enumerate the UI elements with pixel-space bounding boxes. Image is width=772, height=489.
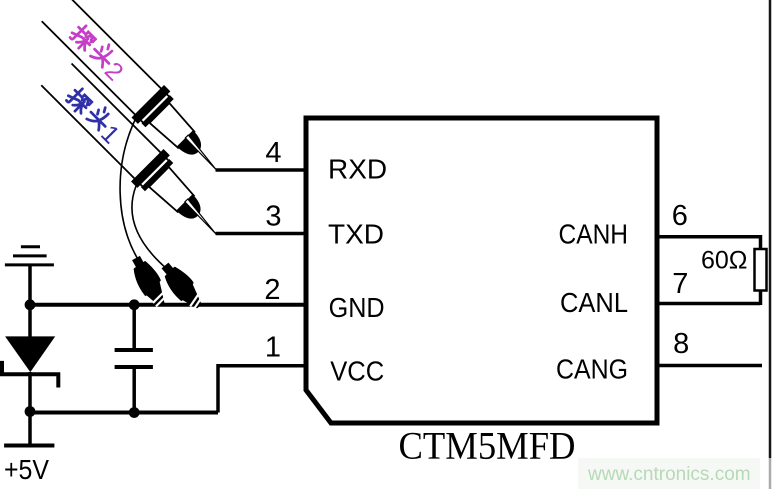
svg-text:3: 3 <box>265 200 281 232</box>
svg-text:TXD: TXD <box>328 219 384 250</box>
svg-text:6: 6 <box>672 200 688 232</box>
svg-text:60Ω: 60Ω <box>701 247 748 275</box>
svg-text:CANH: CANH <box>559 218 629 249</box>
svg-text:+5V: +5V <box>4 454 49 485</box>
svg-text:GND: GND <box>329 292 385 323</box>
svg-text:CTM5MFD: CTM5MFD <box>399 425 576 468</box>
svg-text:7: 7 <box>672 268 688 300</box>
svg-text:CANG: CANG <box>556 354 628 385</box>
svg-text:VCC: VCC <box>330 355 384 386</box>
svg-text:1: 1 <box>265 332 281 364</box>
svg-text:RXD: RXD <box>328 153 387 184</box>
svg-text:CANL: CANL <box>560 287 628 318</box>
svg-text:www.cntronics.com: www.cntronics.com <box>587 464 751 485</box>
svg-text:2: 2 <box>264 274 280 306</box>
svg-text:4: 4 <box>265 137 281 169</box>
svg-text:8: 8 <box>673 328 689 360</box>
